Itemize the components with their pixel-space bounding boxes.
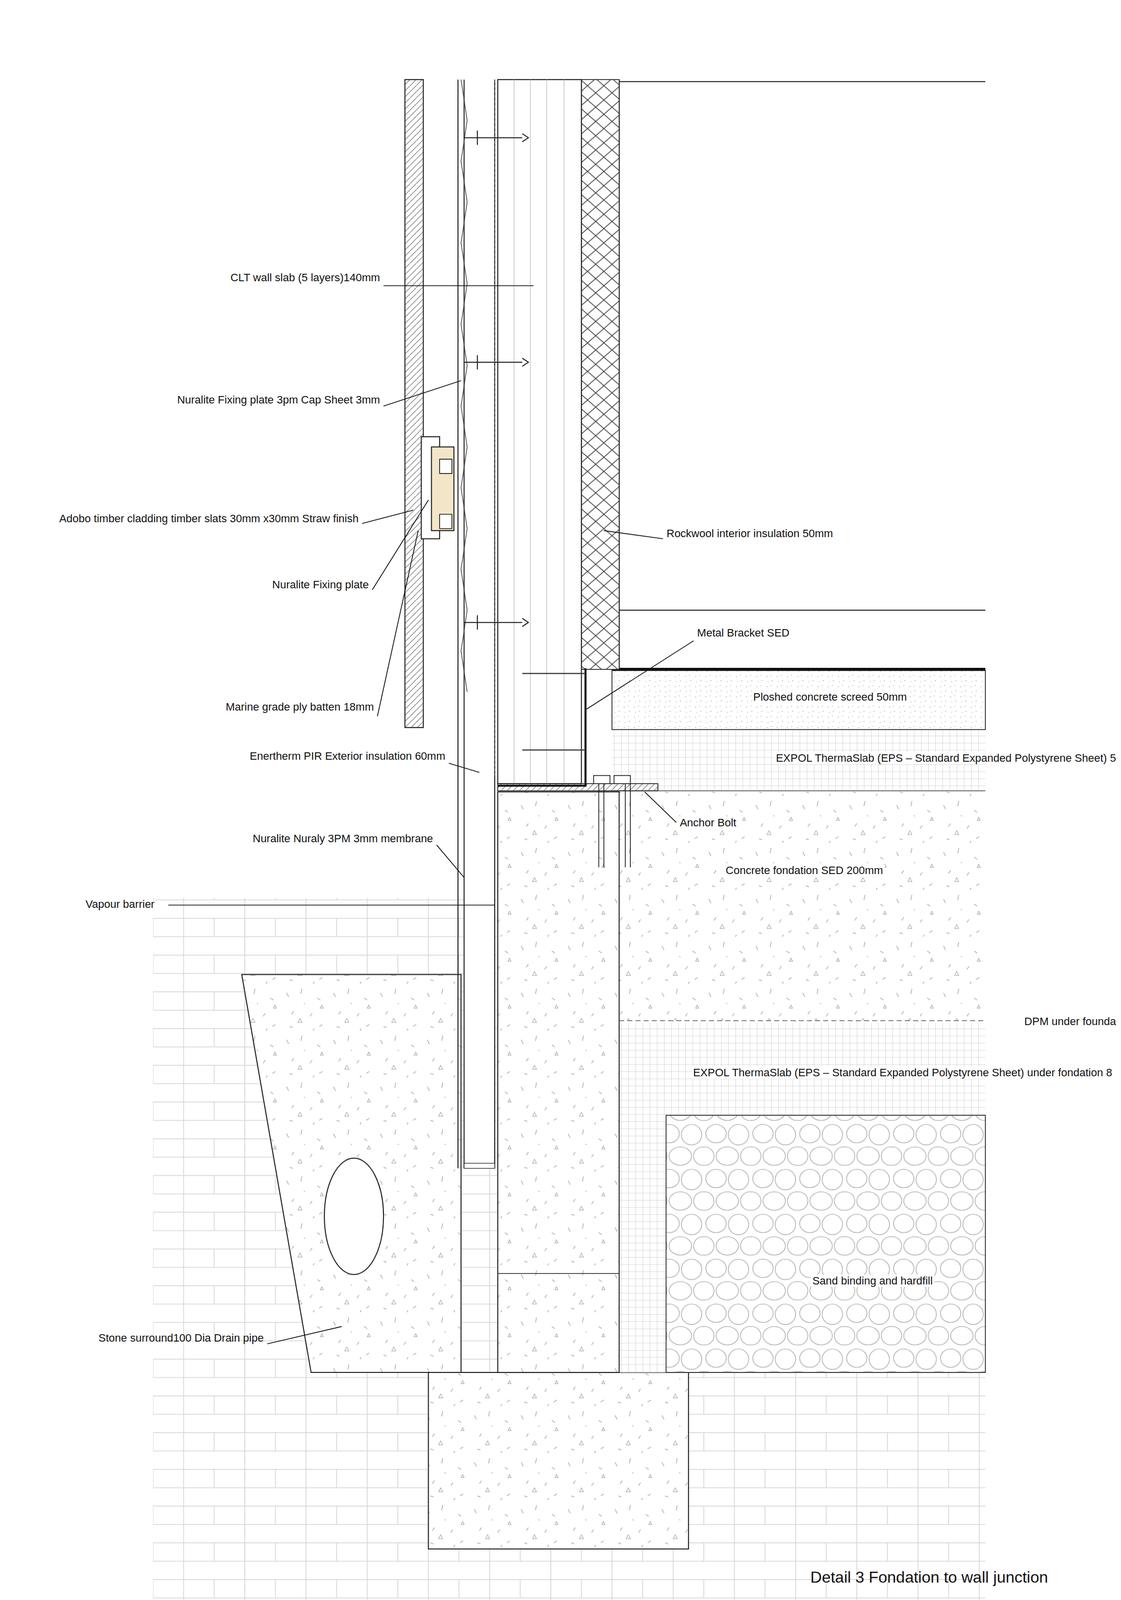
callout-label: Enertherm PIR Exterior insulation 60mm: [248, 749, 448, 762]
callout-label: Vapour barrier: [83, 897, 156, 910]
callout-label: EXPOL ThermaSlab (EPS – Standard Expande…: [774, 751, 1118, 764]
callout-label: EXPOL ThermaSlab (EPS – Standard Expande…: [691, 1065, 1114, 1079]
callout-label: Nuralite Fixing plate 3pm Cap Sheet 3mm: [175, 393, 382, 406]
callout-label: CLT wall slab (5 layers)140mm: [228, 271, 382, 284]
callout-label: Metal Bracket SED: [695, 626, 792, 639]
callout-label: Marine grade ply batten 18mm: [224, 700, 375, 713]
callout-label: Concrete fondation SED 200mm: [724, 863, 885, 877]
callout-label: Nuralite Fixing plate: [270, 578, 371, 591]
callout-label: Adobo timber cladding timber slats 30mm …: [57, 512, 361, 525]
callout-label: Anchor Bolt: [678, 816, 739, 829]
callout-label: DPM under founda: [1022, 1014, 1118, 1028]
callout-label: Ploshed concrete screed 50mm: [751, 690, 909, 703]
callout-label: Sand binding and hardfill: [811, 1273, 935, 1287]
callout-label: Stone surround100 Dia Drain pipe: [96, 1331, 266, 1344]
callout-label: Rockwool interior insulation 50mm: [665, 526, 835, 540]
drawing-title: Detail 3 Fondation to wall junction: [809, 1567, 1050, 1586]
callout-label: Nuralite Nuraly 3PM 3mm membrane: [251, 831, 435, 845]
